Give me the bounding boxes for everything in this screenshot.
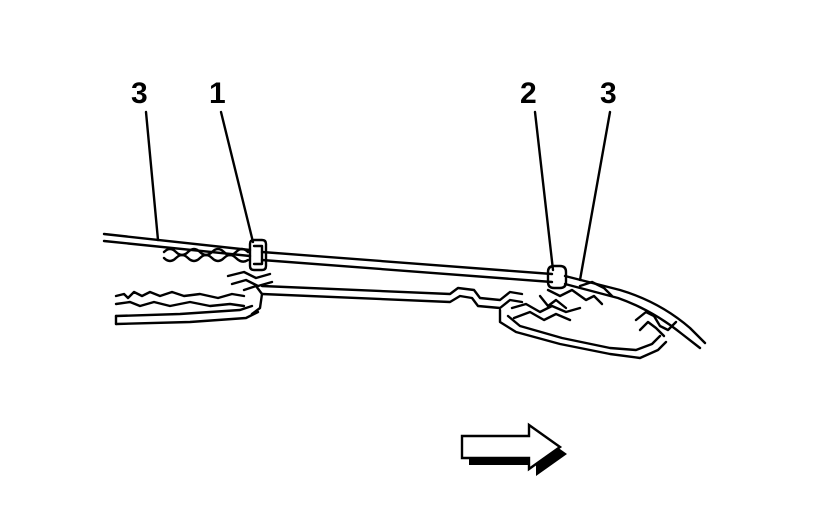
forward-arrow-icon: [460, 422, 567, 476]
leader-line-left-3: [144, 110, 160, 242]
callout-label-left-3: 3: [131, 77, 148, 110]
panel-strip: [102, 232, 707, 350]
leader-line-2: [533, 110, 555, 272]
right-housing: [498, 280, 678, 360]
callout-label-right-3: 3: [600, 77, 617, 110]
clip-1: [248, 238, 268, 272]
callout-label-1: 1: [209, 77, 226, 110]
frame-rail: [260, 284, 524, 310]
leader-line-1: [219, 110, 255, 244]
left-bracket: [114, 270, 274, 326]
leader-lines: [144, 110, 612, 282]
callout-label-2: 2: [520, 77, 537, 110]
clip-2: [546, 264, 568, 290]
leader-line-right-3: [578, 110, 612, 282]
left-seal: [162, 247, 250, 263]
